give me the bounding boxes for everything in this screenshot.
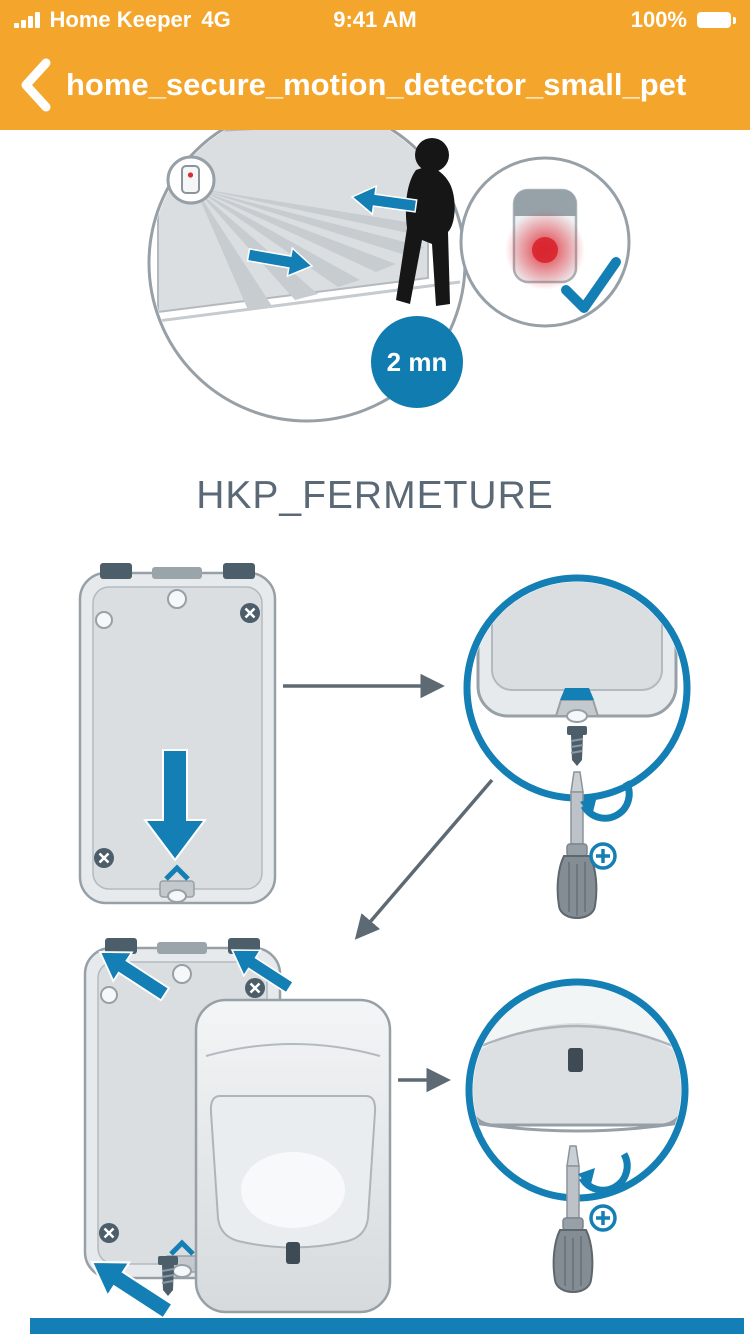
network-label: 4G	[201, 7, 231, 32]
battery-icon	[697, 12, 736, 28]
nav-bar: home_secure_motion_detector_small_pet	[0, 40, 750, 130]
phillips-screw-icon	[589, 1204, 617, 1232]
duration-badge: 2 mn	[371, 316, 463, 408]
detection-beams	[195, 188, 444, 310]
back-button[interactable]	[10, 57, 66, 113]
phillips-screw-icon	[589, 842, 617, 870]
closeup-cover-screw	[465, 978, 689, 1293]
checkmark-icon	[561, 257, 621, 313]
signal-strength-icon	[14, 12, 40, 28]
detector-led-closeup	[459, 156, 631, 328]
wall-detector-icon	[166, 155, 216, 205]
document-viewer[interactable]: 2 mn HKP_FERMETURE	[0, 130, 750, 1334]
section-title: HKP_FERMETURE	[196, 474, 554, 517]
illustration-cover-assembly	[80, 937, 392, 1329]
status-bar: Home Keeper 4G 9:41 AM 100%	[0, 0, 750, 40]
carrier-label: Home Keeper	[49, 7, 192, 32]
page-title: home_secure_motion_detector_small_pet	[66, 67, 687, 102]
illustration-closing-steps	[30, 540, 744, 1334]
chevron-left-icon	[21, 58, 51, 112]
step-arrow-diagonal	[354, 778, 494, 940]
front-cover	[194, 998, 392, 1314]
down-arrow-icon	[143, 749, 207, 862]
illustration-backplate	[80, 563, 275, 903]
duration-badge-label: 2 mn	[387, 347, 448, 377]
battery-percent-label: 100%	[630, 7, 687, 32]
wall-and-beams	[151, 130, 461, 324]
closeup-plate-screw	[463, 574, 691, 919]
illustration-motion-detection: 2 mn	[147, 130, 631, 423]
next-page-edge	[30, 1318, 744, 1334]
